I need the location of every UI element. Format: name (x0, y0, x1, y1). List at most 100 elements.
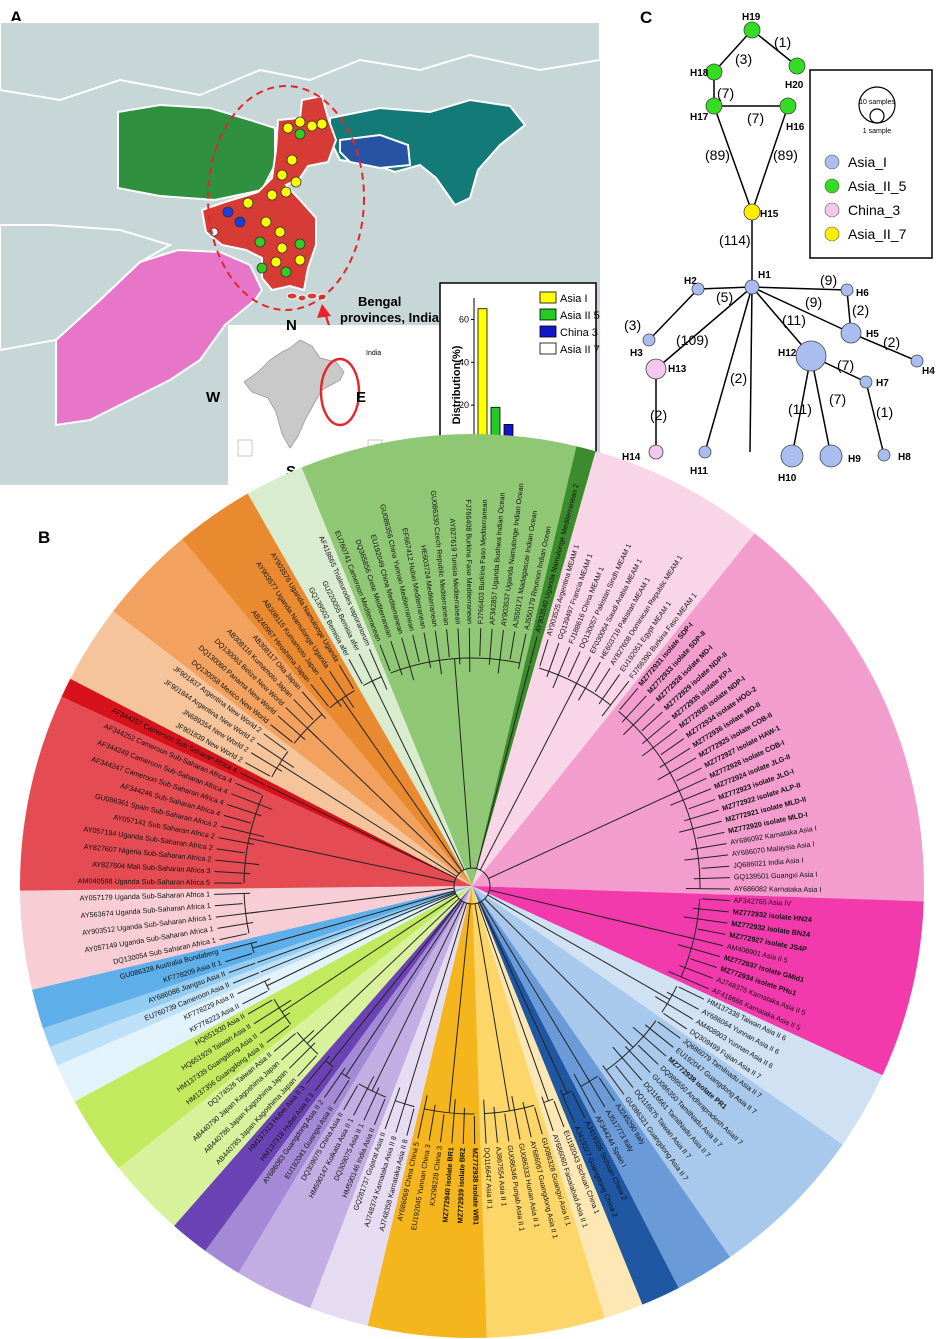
tree-leaf-label: GU086361 Spain Sub-Saharan Africa 2 (94, 792, 218, 830)
tree-internal-branch (390, 834, 458, 877)
tree-leaf-label: FJ766403 Burkina Faso Mediterranean (476, 499, 489, 624)
label-h11: H11 (690, 466, 708, 477)
inset-bengal-ellipse (319, 357, 361, 427)
tree-leaf-branch (217, 922, 254, 929)
bengal-highlight-ellipse (207, 85, 365, 311)
tree-leaf-label: AY057149 Uganda Sub-Saharan Africa 1 (84, 924, 214, 954)
edge-label: (3) (624, 317, 641, 333)
sample-point (276, 242, 288, 254)
tree-leaf-label: GQ139502 Bemisia afer (307, 585, 352, 658)
region-meghalaya (339, 133, 412, 170)
tree-leaf-label: AY686069 China China 5 (395, 1141, 421, 1222)
panel-label-c: C (640, 8, 653, 27)
tree-leaf-label: KX298228 China 3 (428, 1145, 444, 1206)
legend-label: China 3 (560, 327, 598, 339)
tree-leaf-branch (493, 1106, 498, 1143)
tree-clade-sector (205, 886, 472, 1274)
tree-leaf-label: EU760739 Cameroon Asia II (143, 980, 231, 1023)
tree-clade-sector (472, 533, 924, 902)
tree-leaf-branch (660, 738, 685, 756)
inset-box-left (237, 439, 253, 457)
tree-leaf-label: DQ130058 Mexico New World (190, 658, 271, 725)
tree-leaf-label: EU192051 Egypt MEAM 1 (618, 599, 673, 673)
tree-leaf-label: JF901837 Argentina New World 2 (172, 664, 264, 735)
tree-internal-branch (460, 903, 471, 1000)
tree-leaf-label: AY903537 Uganda Namulonge Indian Ocean (499, 483, 525, 627)
tree-leaf-branch (239, 772, 266, 786)
tree-leaf-label: HM137313 Hubei Asia II 3 (246, 1084, 307, 1154)
tree-leaf-label: HM137318 Hubei Asia II 3 (258, 1091, 316, 1163)
tree-leaf-branch (328, 670, 355, 708)
tree-leaf-branch (216, 848, 245, 854)
tree-leaf-branch (338, 664, 354, 690)
tree-leaf-branch (594, 667, 611, 692)
tree-leaf-branch (406, 1108, 415, 1136)
network-nodes (642, 21, 924, 468)
tree-clade-arc (293, 713, 323, 744)
tree-leaf-label: AY827619 Tunisia Mediterranean (448, 518, 463, 624)
tree-leaf-label: AY686083 Guangdong Asia II 2 (261, 1098, 326, 1185)
tree-leaf-branch (657, 757, 697, 781)
tree-leaf-label: DQ130060 Panama New World (197, 643, 279, 716)
edge-label: (5) (716, 289, 733, 305)
tree-leaf-label: EF030064 Saudi Arabia MEAM 1 (588, 557, 644, 655)
tree-leaf-branch (319, 677, 342, 707)
tree-internal-branch (479, 902, 513, 974)
legend-swatch (824, 202, 840, 218)
tree-internal-branch (405, 901, 465, 1022)
tree-leaf-branch (504, 1113, 510, 1142)
tree-leaf-branch (637, 1044, 659, 1065)
tree-leaf-branch (220, 825, 264, 838)
tree-leaf-label: HM590147 Kolkata Asia II 1 (307, 1116, 356, 1199)
tree-leaf-branch (632, 1026, 667, 1057)
sample-point (294, 254, 306, 266)
tree-leaf-branch (253, 999, 292, 1025)
tree-leaf-branch (417, 1095, 428, 1139)
tree-leaf-label: GU086333 Hunan Asia II 1 (517, 1142, 542, 1228)
tree-leaf-branch (679, 964, 714, 979)
tree-leaf-label: AJ748376 Karnataka Asia II 5 (715, 975, 807, 1017)
tree-leaf-branch (218, 837, 255, 845)
tree-leaf-label: GQ139497 Francia MEAM 1 (555, 552, 594, 640)
tree-leaf-label: AY057194 Uganda Sub-Saharan Africa 2 (83, 824, 213, 852)
tree-leaf-branch (522, 1101, 532, 1138)
tree-leaf-branch (222, 941, 258, 952)
tree-leaf-branch (644, 1024, 674, 1048)
tree-clade-sector (238, 886, 472, 1309)
tree-leaf-branch (684, 809, 719, 822)
tree-leaf-label: GU220055 Bemisia afer (320, 579, 362, 652)
tree-clade-sector (118, 886, 472, 1226)
tree-leaf-label: AF344246 Sub-Saharan Africa 4 (119, 781, 221, 818)
tree-clade-stem (279, 763, 392, 836)
tree-leaf-branch (602, 1065, 625, 1095)
legend-swatch (539, 308, 557, 321)
tree-leaf-branch (546, 642, 560, 678)
tree-leaf-label: JQ686021 India Asia I (733, 855, 804, 869)
tree-clade-arc (680, 898, 701, 978)
tree-clade-stem (260, 928, 367, 973)
tree-leaf-label: DQ174526 Taiwan Asia II (206, 1050, 274, 1109)
tree-leaf-label: AJ867554 Asia II 1 (494, 1146, 509, 1207)
tree-leaf-label: AJ748374 Karnataka Asia II 8 (362, 1135, 399, 1228)
tree-leaf-label: AF342857 Uganda Bushwa Indian Ocean (487, 492, 506, 625)
node-h8 (877, 448, 891, 462)
tree-leaf-branch (423, 632, 432, 668)
network-edge-labels: (1) (3) (7) (7) (89) (89) (114) (9) (5) … (624, 34, 900, 423)
tree-leaf-branch (693, 877, 730, 880)
tree-leaf-branch (511, 1096, 521, 1140)
tree-clade-stem (307, 727, 365, 783)
tree-leaf-branch (553, 1100, 565, 1128)
tree-leaf-label: AJ419327 Guangdong China 2 (573, 1124, 620, 1218)
tree-leaf-branch (323, 1067, 346, 1098)
sample-point (316, 118, 328, 130)
tree-leaf-branch (230, 793, 273, 810)
tree-clade-stem (252, 926, 328, 949)
tree-clade-stem (345, 995, 400, 1077)
tree-leaf-branch (285, 707, 318, 739)
tree-leaf-label: MZ772937 isolate GMid1 (723, 953, 805, 984)
tree-internal-branch (484, 898, 566, 980)
tree-leaf-label: MZ772934 isolate HOG-2 (684, 684, 758, 739)
legend-size-big-icon (858, 86, 896, 124)
tree-leaf-label: DQ130063 Belize New World (213, 636, 287, 707)
tree-leaf-label: MZ772932 isolate HN24 (732, 907, 812, 924)
